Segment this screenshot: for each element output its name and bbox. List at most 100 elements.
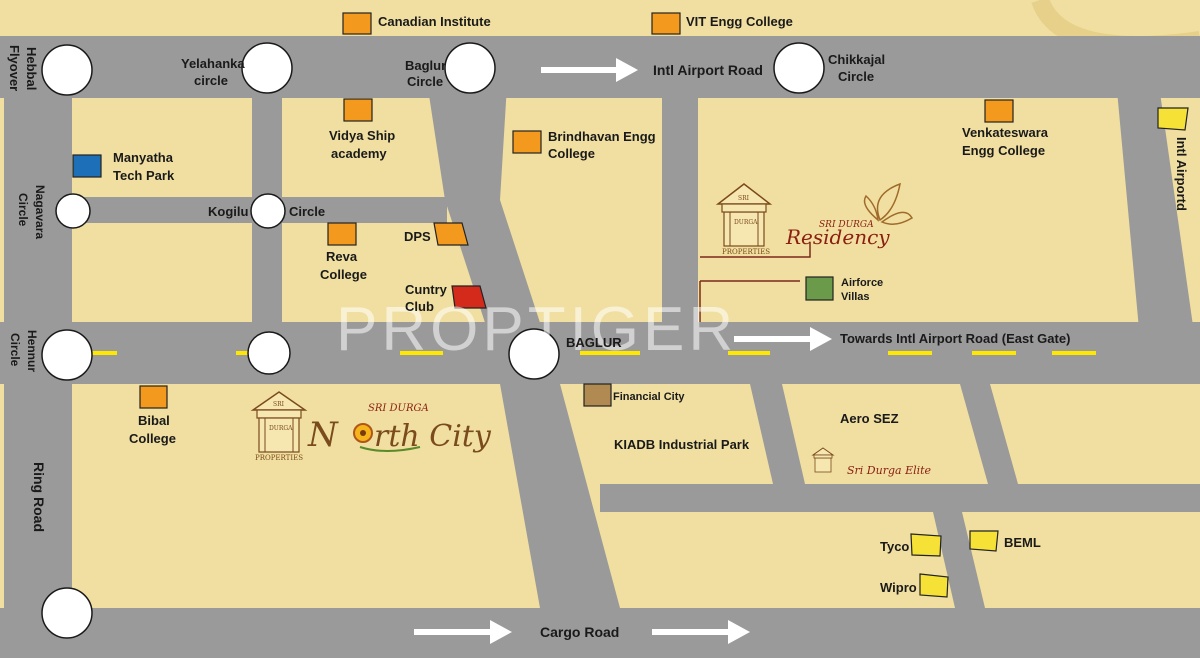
tyco-label: Tyco [880, 539, 909, 554]
airforce-label-line2: Villas [841, 291, 870, 303]
country-club-label-line2: Club [405, 299, 434, 314]
venkateswara-label-line1: Venkateswara [962, 125, 1049, 140]
aero-sez-road-east [960, 384, 1018, 484]
temple-logo-icon: SRI DURGA PROPERTIES [250, 391, 308, 462]
yelahanka-circle [241, 42, 293, 94]
dps-marker [433, 222, 469, 246]
bibal-college-marker [139, 385, 168, 409]
baglur-junction-label: BAGLUR [566, 335, 622, 350]
yelahanka-label-line1: Yelahanka [181, 56, 245, 71]
aero-sez-label: Aero SEZ [840, 411, 899, 426]
svg-text:SRI: SRI [738, 195, 750, 202]
hennur-label-line1: Hennur [25, 330, 39, 372]
svg-text:PROPERTIES: PROPERTIES [722, 248, 770, 256]
chikkajal-label-line2: Circle [838, 69, 874, 84]
north-city-brand-text: SRI DURGA [368, 403, 429, 414]
brindhavan-college-marker [512, 130, 542, 154]
east-gate-road-label: Towards Intl Airport Road (East Gate) [840, 331, 1070, 346]
beml-marker [969, 530, 999, 552]
watermark-text: PROPTIGER [336, 295, 737, 364]
sri-durga-elite-logo: Sri Durga Elite [811, 447, 932, 477]
kogilu-label: Kogilu [208, 204, 248, 219]
arrow-right-icon [652, 620, 750, 644]
ring-road-label: Ring Road [31, 462, 47, 532]
svg-text:DURGA: DURGA [734, 219, 758, 226]
north-city-rest-text: rth City [374, 419, 492, 454]
landmark-markers [72, 12, 1189, 598]
dps-label: DPS [404, 229, 431, 244]
nagavara-label-line2: Circle [16, 193, 30, 227]
financial-city-label: Financial City [613, 391, 685, 403]
brindhavan-label-line2: College [548, 146, 595, 161]
vit-college-marker [651, 12, 681, 35]
baglur-junction-circle [508, 328, 560, 380]
north-city-n-text: N [307, 415, 339, 455]
country-club-marker [451, 285, 487, 309]
hennur-label-line2: Circle [8, 333, 22, 367]
airforce-villas-marker [805, 276, 834, 301]
leaf-stem-icon [359, 446, 421, 452]
brindhavan-label-line1: Brindhavan Engg [548, 129, 656, 144]
baglur-circle-label-line2: Circle [407, 74, 443, 89]
baglur-road-circle [247, 331, 291, 375]
sri-durga-residency-logo: SRI DURGA PROPERTIES SRI DURGA Residency [715, 182, 914, 256]
reva-college-marker [327, 222, 357, 246]
industrial-cross-road [600, 484, 1200, 512]
yelahanka-label-line2: circle [194, 73, 228, 88]
temple-logo-icon: SRI DURGA PROPERTIES [715, 183, 773, 256]
financial-city-marker [583, 383, 612, 407]
bibal-label-line1: Bibal [138, 413, 170, 428]
svg-text:SRI: SRI [273, 401, 285, 408]
svg-text:DURGA: DURGA [269, 425, 293, 432]
kiadb-label: KIADB Industrial Park [614, 437, 750, 452]
direction-arrows [414, 58, 832, 644]
nagavara-circle [55, 193, 91, 229]
baglur-diagonal-road [420, 36, 560, 384]
baglur-south-road [500, 384, 620, 608]
canadian-institute-marker [342, 12, 372, 35]
venkateswara-label-line2: Engg College [962, 143, 1045, 158]
butterfly-leaf-icon [863, 182, 914, 225]
arrow-right-icon [541, 58, 638, 82]
vidya-label-line2: academy [331, 146, 387, 161]
sri-durga-north-city-logo: SRI DURGA PROPERTIES SRI DURGA N rth Cit… [250, 391, 492, 462]
roundabouts [41, 42, 825, 639]
baglur-circle-label-line1: Baglur [405, 58, 446, 73]
cargo-road-label: Cargo Road [540, 624, 619, 640]
temple-logo-icon [811, 447, 835, 473]
kogilu-circle-label: Circle [289, 204, 325, 219]
elite-name-text: Sri Durga Elite [847, 464, 932, 477]
vidya-label-line1: Vidya Ship [329, 128, 395, 143]
tyco-marker [910, 533, 942, 557]
nagavara-label-line1: Nagavara [33, 185, 47, 239]
intl-airport-road-label: Intl Airport Road [653, 62, 763, 78]
residency-brand-text: SRI DURGA [819, 220, 874, 230]
reva-label-line2: College [320, 267, 367, 282]
intl-airport-marker [1157, 107, 1189, 131]
chikkajal-label-line1: Chikkajal [828, 52, 885, 67]
hennur-circle [41, 329, 93, 381]
arrow-right-icon [734, 327, 832, 351]
callout-lines [699, 242, 811, 322]
airport-vertical-road [1112, 36, 1195, 340]
vidya-academy-marker [343, 98, 373, 122]
residency-name-text: Residency [785, 225, 890, 249]
hebbal-flyover-circle [41, 44, 93, 96]
manyatha-label-line2: Tech Park [113, 168, 175, 183]
hebbal-label-line1: Hebbal [24, 47, 39, 90]
arrow-right-icon [414, 620, 512, 644]
cargo-road-circle [41, 587, 93, 639]
wipro-marker [919, 573, 949, 598]
svg-text:PROPERTIES: PROPERTIES [255, 454, 303, 462]
manyatha-label-line1: Manyatha [113, 150, 174, 165]
vit-college-label: VIT Engg College [686, 14, 793, 29]
manyatha-tech-park-marker [72, 154, 102, 178]
intl-airport-vertical-label: Intl Airportd [1174, 137, 1189, 211]
tyco-road [933, 512, 985, 608]
country-club-label-line1: Cuntry [405, 282, 448, 297]
hebbal-label-line2: Flyover [7, 45, 22, 91]
venkateswara-college-marker [984, 99, 1014, 123]
canadian-institute-label: Canadian Institute [378, 14, 491, 29]
